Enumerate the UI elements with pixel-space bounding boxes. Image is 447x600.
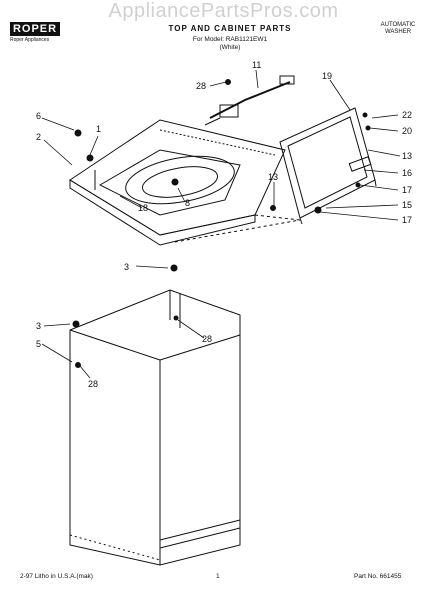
callout-numbers: 1 2 6 11 28 19 22 20 13 16 17 15 17 13 8… [36,60,412,389]
callout-8: 8 [185,198,190,208]
callout-28-lower: 28 [88,379,98,389]
callout-3-upper: 3 [124,262,129,272]
callout-3-lower: 3 [36,321,41,331]
model-number: For Model: RAB1121EW1 [192,36,268,43]
callout-13-right: 13 [402,151,412,161]
callout-1: 1 [96,124,101,134]
callout-2: 2 [36,132,41,142]
brand-name: ROPER [10,22,60,36]
brand-logo: ROPER Roper Appliances [10,22,60,43]
product-type-line2: WASHER [384,29,412,35]
product-type-line1: AUTOMATIC [380,22,416,28]
callout-20: 20 [402,126,412,136]
callout-28-middle: 28 [202,334,212,344]
diagram-title: TOP AND CABINET PARTS [168,24,292,33]
callout-28-top: 28 [196,81,206,91]
callout-11: 11 [252,60,261,70]
callout-22: 22 [402,110,412,120]
model-color-code: (White) [219,44,241,51]
callout-17-lower: 17 [402,215,412,225]
small-parts [72,79,371,368]
callout-13-left: 13 [268,172,278,182]
part-number: Part No. 661455 [354,573,402,580]
callout-leaders [41,69,401,379]
leader-lines [174,214,301,243]
callout-17-upper: 17 [402,185,412,195]
callout-6: 6 [36,111,41,121]
callout-19: 19 [322,71,332,81]
callout-18: 18 [138,203,148,213]
litho-note: 2-97 Litho in U.S.A.(mak) [20,573,93,580]
watermark: AppliancePartsPros.com [108,0,339,22]
lid-switch-harness [204,75,295,126]
product-type: AUTOMATIC WASHER [366,22,430,36]
brand-tagline: Roper Appliances [10,37,50,43]
callout-15: 15 [402,200,412,210]
washer-cabinet [69,289,241,566]
callout-5: 5 [36,339,41,349]
washer-lid [279,107,377,225]
washer-top-panel [69,119,286,246]
callout-16: 16 [402,168,412,178]
page-number: 1 [216,573,220,580]
